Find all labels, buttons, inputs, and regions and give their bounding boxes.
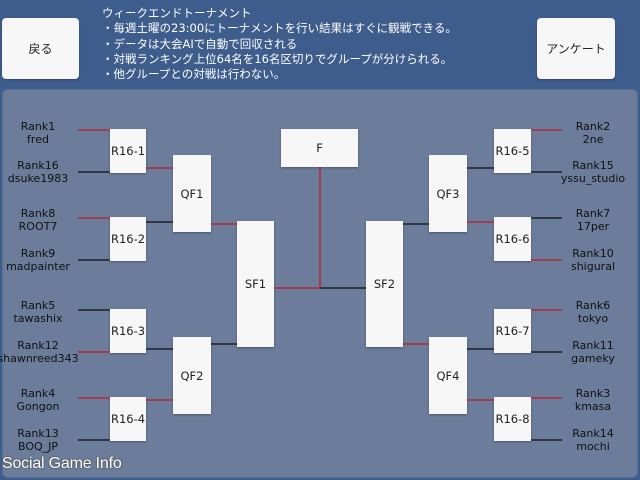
survey-button[interactable]: アンケート bbox=[537, 18, 615, 79]
round16-match-1[interactable]: R16-1 bbox=[110, 129, 146, 173]
notice-line: ・データは大会AIで自動で回収される bbox=[102, 36, 298, 51]
notice-line: ・他グループとの対戦は行わない。 bbox=[102, 67, 286, 82]
semifinal-2[interactable]: SF2 bbox=[366, 221, 403, 347]
tournament-notice: ウィークエンドトーナメント ・毎週土曜の23:00にトーナメントを行い結果はすぐ… bbox=[102, 6, 457, 82]
notice-title: ウィークエンドトーナメント bbox=[102, 6, 252, 20]
header-bar bbox=[0, 0, 640, 88]
round16-match-5[interactable]: R16-5 bbox=[494, 129, 531, 173]
final-match[interactable]: F bbox=[281, 129, 358, 167]
back-button[interactable]: 戻る bbox=[2, 18, 79, 79]
notice-line: ・毎週土曜の23:00にトーナメントを行い結果はすぐに観戦できる。 bbox=[102, 21, 457, 36]
quarterfinal-3[interactable]: QF3 bbox=[429, 155, 467, 232]
semifinal-1[interactable]: SF1 bbox=[237, 221, 274, 347]
round16-match-2[interactable]: R16-2 bbox=[110, 217, 146, 261]
quarterfinal-2[interactable]: QF2 bbox=[173, 337, 211, 414]
quarterfinal-1[interactable]: QF1 bbox=[173, 155, 211, 232]
watermark: Social Game Info bbox=[2, 455, 122, 472]
round16-match-4[interactable]: R16-4 bbox=[110, 397, 146, 441]
round16-match-3[interactable]: R16-3 bbox=[110, 309, 146, 353]
notice-line: ・対戦ランキング上位64名を16名区切りでグループが分けられる。 bbox=[102, 51, 453, 66]
round16-match-8[interactable]: R16-8 bbox=[494, 397, 531, 441]
quarterfinal-4[interactable]: QF4 bbox=[429, 337, 467, 414]
round16-match-6[interactable]: R16-6 bbox=[494, 217, 531, 261]
round16-match-7[interactable]: R16-7 bbox=[494, 309, 531, 353]
